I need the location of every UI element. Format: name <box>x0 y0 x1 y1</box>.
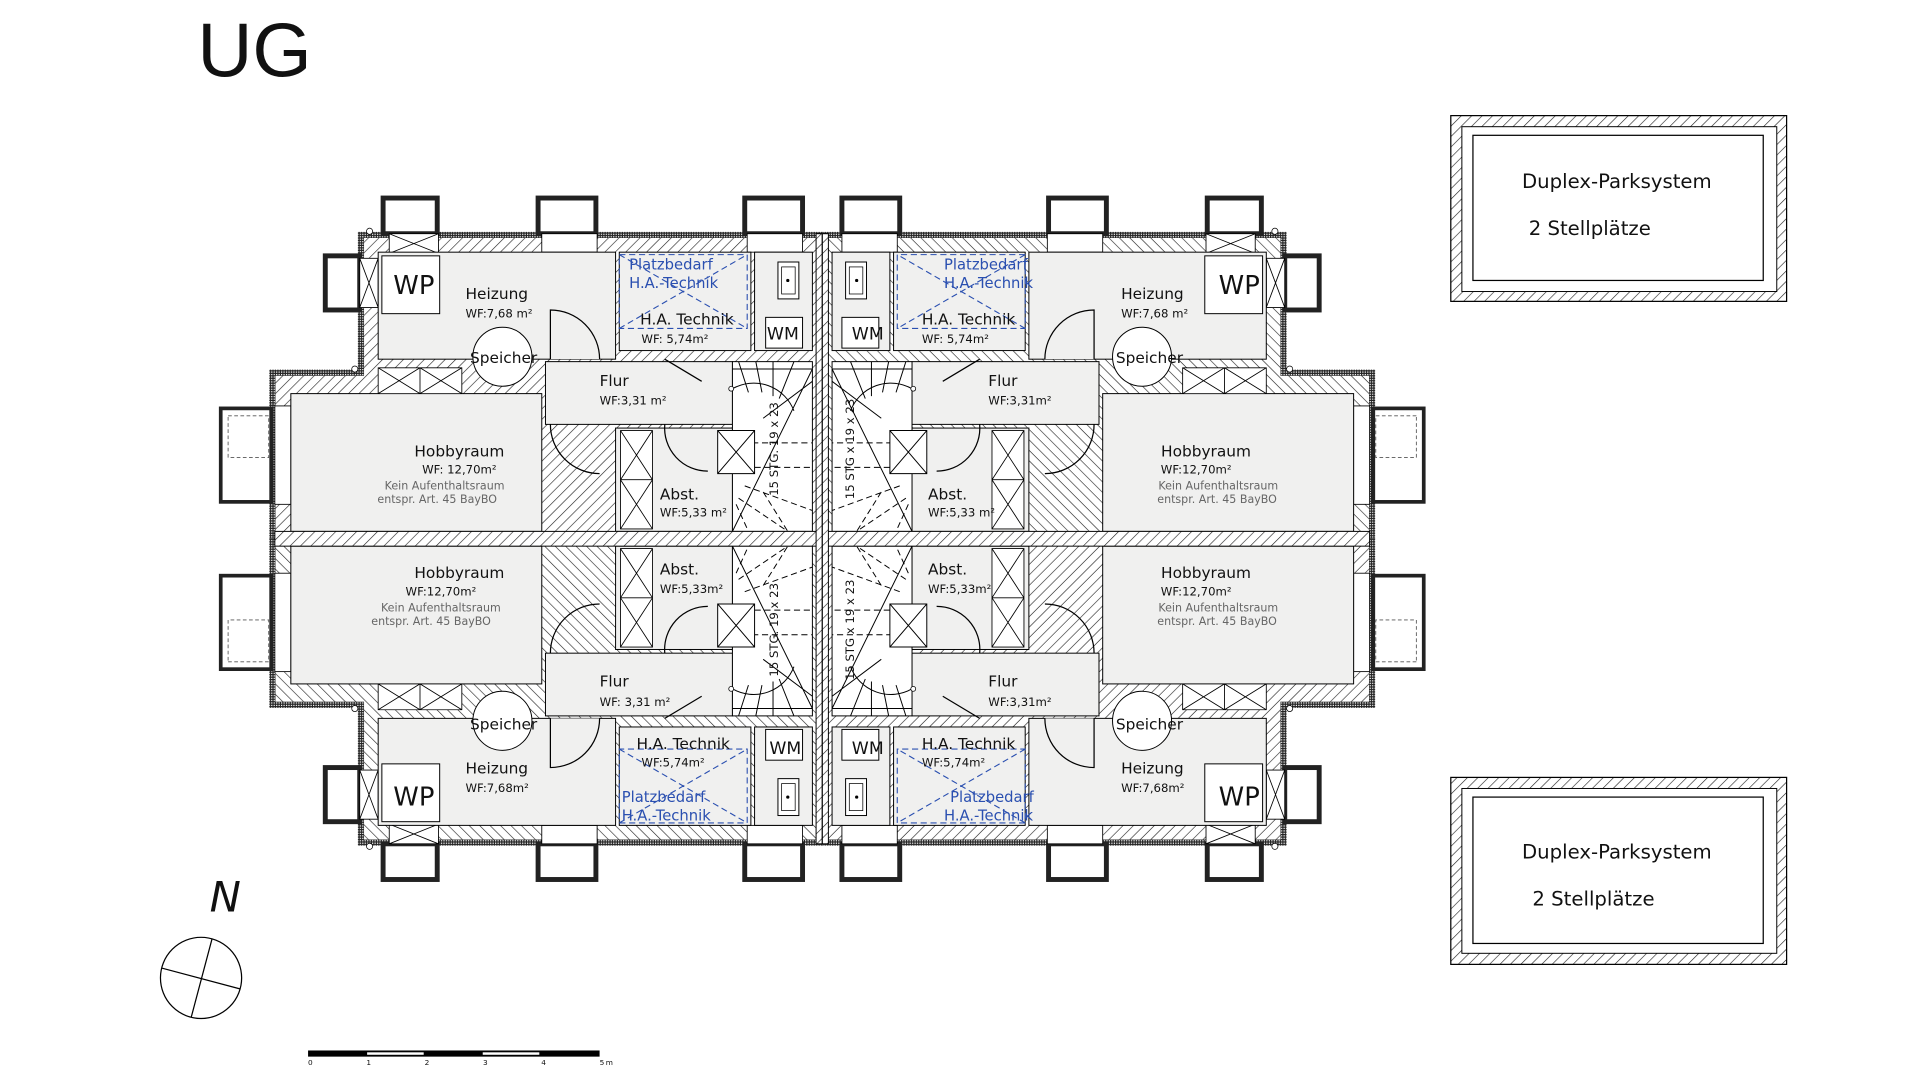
unit-top-left-heizung-area-label: WF:7,68 m² <box>466 306 533 320</box>
unit-top-right-hobby-label: Hobbyraum <box>1161 442 1251 460</box>
unit-top-left-wm-label: WM <box>767 324 799 344</box>
unit-bottom-left-platzbedarf2-label: H.A.-Technik <box>622 807 711 824</box>
unit-top-right-abst-label: Abst. <box>928 485 967 503</box>
unit-bottom-right-platzbedarf1-label: Platzbedarf <box>950 789 1034 806</box>
unit-top-right <box>822 198 1424 539</box>
unit-bottom-left-heizung-area-label: WF:7,68m² <box>466 781 529 795</box>
unit-top-right-technik-area-label: WF: 5,74m² <box>922 332 989 346</box>
unit-top-left-note1-label: Kein Aufenthaltsraum <box>385 480 505 493</box>
unit-top-left-abst-label: Abst. <box>660 485 699 503</box>
unit-bottom-right-wm-label: WM <box>852 739 884 759</box>
parking-top: Duplex-Parksystem 2 Stellplätze <box>1450 115 1788 302</box>
unit-top-right-platzbedarf1-label: Platzbedarf <box>944 256 1028 273</box>
unit-bottom-left <box>221 539 823 880</box>
unit-top-right-note2-label: entspr. Art. 45 BayBO <box>1157 493 1277 506</box>
scale-tick-label: 3 <box>483 1058 488 1067</box>
unit-bottom-left-speicher-label: Speicher <box>470 715 538 733</box>
parking-bottom: Duplex-Parksystem 2 Stellplätze <box>1450 776 1788 965</box>
unit-bottom-left-abst-area-label: WF:5,33m² <box>660 582 723 596</box>
unit-top-left-hobby-label: Hobbyraum <box>414 442 504 460</box>
north-label: N <box>210 872 241 921</box>
unit-top-left-note2-label: entspr. Art. 45 BayBO <box>377 493 497 506</box>
unit-bottom-right <box>822 539 1424 880</box>
unit-top-left-platzbedarf1-label: Platzbedarf <box>629 256 713 273</box>
unit-top-left-flur-area-label: WF:3,31 m² <box>600 394 667 408</box>
unit-bottom-left-heizung-label: Heizung <box>466 760 529 778</box>
parking-spaces-label: 2 Stellplätze <box>1532 887 1654 910</box>
north-arrow: N <box>159 872 243 1020</box>
unit-top-right-stair-label: 15 STG x 19 x 23 <box>843 399 857 500</box>
unit-bottom-left-abst-label: Abst. <box>660 560 699 578</box>
unit-bottom-right-speicher-label: Speicher <box>1116 715 1184 733</box>
scale-tick-label: 2 <box>425 1058 430 1067</box>
unit-bottom-right-note2-label: entspr. Art. 45 BayBO <box>1157 615 1277 628</box>
unit-top-right-wp-label: WP <box>1219 271 1260 301</box>
unit-top-right-abst-area-label: WF:5,33 m² <box>928 506 995 520</box>
unit-bottom-right-flur-label: Flur <box>988 672 1018 690</box>
unit-bottom-left-platzbedarf1-label: Platzbedarf <box>622 789 706 806</box>
unit-bottom-left-flur-area-label: WF: 3,31 m² <box>600 695 671 709</box>
unit-top-left-platzbedarf2-label: H.A.-Technik <box>629 275 718 292</box>
unit-top-left-wp-label: WP <box>393 271 434 301</box>
unit-bottom-right-technik-label: H.A. Technik <box>922 735 1016 753</box>
unit-bottom-left-flur-label: Flur <box>600 672 630 690</box>
unit-bottom-left-hobby-label: Hobbyraum <box>414 564 504 582</box>
unit-top-left-technik-label: H.A. Technik <box>640 311 734 329</box>
unit-bottom-left-note2-label: entspr. Art. 45 BayBO <box>371 615 491 628</box>
unit-bottom-right-heizung-area-label: WF:7,68m² <box>1121 781 1184 795</box>
unit-top-left-heizung-label: Heizung <box>466 285 529 303</box>
parking-system-label: Duplex-Parksystem <box>1522 841 1712 864</box>
unit-bottom-right-heizung-label: Heizung <box>1121 760 1184 778</box>
unit-bottom-right-wp-label: WP <box>1219 783 1260 813</box>
unit-bottom-right-abst-area-label: WF:5,33m² <box>928 582 991 596</box>
unit-top-left <box>221 198 823 539</box>
scale-tick-label: 4 <box>541 1058 546 1067</box>
unit-top-right-heizung-label: Heizung <box>1121 285 1184 303</box>
unit-top-right-flur-label: Flur <box>988 372 1018 390</box>
unit-bottom-left-hobby-area-label: WF:12,70m² <box>406 584 477 598</box>
unit-bottom-right-hobby-area-label: WF:12,70m² <box>1161 584 1232 598</box>
unit-bottom-right-abst-label: Abst. <box>928 560 967 578</box>
unit-top-right-wm-label: WM <box>852 324 884 344</box>
unit-top-left-abst-area-label: WF:5,33 m² <box>660 506 727 520</box>
parking-system-label: Duplex-Parksystem <box>1522 170 1712 193</box>
unit-top-right-hobby-area-label: WF:12,70m² <box>1161 463 1232 477</box>
scale-tick-label: 1 <box>366 1058 371 1067</box>
unit-bottom-right-technik-area-label: WF:5,74m² <box>922 755 985 769</box>
unit-bottom-right-note1-label: Kein Aufenthaltsraum <box>1158 601 1278 614</box>
unit-bottom-left-wp-label: WP <box>393 783 434 813</box>
unit-bottom-right-flur-area-label: WF:3,31m² <box>988 695 1051 709</box>
unit-top-left-stair-label: 15 STG. 19 x 23 <box>767 402 781 496</box>
unit-bottom-left-note1-label: Kein Aufenthaltsraum <box>381 601 501 614</box>
unit-bottom-right-hobby-label: Hobbyraum <box>1161 564 1251 582</box>
unit-top-right-flur-area-label: WF:3,31m² <box>988 394 1051 408</box>
unit-top-left-flur-label: Flur <box>600 372 630 390</box>
unit-bottom-left-technik-area-label: WF:5,74m² <box>641 755 704 769</box>
scale-tick-label: 5 <box>600 1058 605 1067</box>
unit-top-right-technik-label: H.A. Technik <box>922 311 1016 329</box>
compass-icon <box>159 936 243 1020</box>
unit-top-right-speicher-label: Speicher <box>1116 349 1184 367</box>
scale-tick-label: 0 <box>308 1058 313 1067</box>
unit-top-left-hobby-area-label: WF: 12,70m² <box>422 463 496 477</box>
unit-top-right-heizung-area-label: WF:7,68 m² <box>1121 306 1188 320</box>
unit-bottom-left-stair-label: 15 STG. 19 x 23 <box>767 583 781 677</box>
unit-top-left-speicher-label: Speicher <box>470 349 538 367</box>
unit-bottom-left-technik-label: H.A. Technik <box>636 735 730 753</box>
floor-title: UG <box>197 8 311 93</box>
scale-unit-label: m <box>606 1058 613 1067</box>
unit-top-right-platzbedarf2-label: H.A.-Technik <box>944 275 1033 292</box>
unit-bottom-right-platzbedarf2-label: H.A.-Technik <box>944 807 1033 824</box>
parking-spaces-label: 2 Stellplätze <box>1529 217 1651 240</box>
unit-bottom-right-stair-label: 15 STG x 19 x 23 <box>843 580 857 681</box>
unit-bottom-left-wm-label: WM <box>769 739 801 759</box>
unit-top-right-note1-label: Kein Aufenthaltsraum <box>1158 480 1278 493</box>
unit-top-left-technik-area-label: WF: 5,74m² <box>641 332 708 346</box>
